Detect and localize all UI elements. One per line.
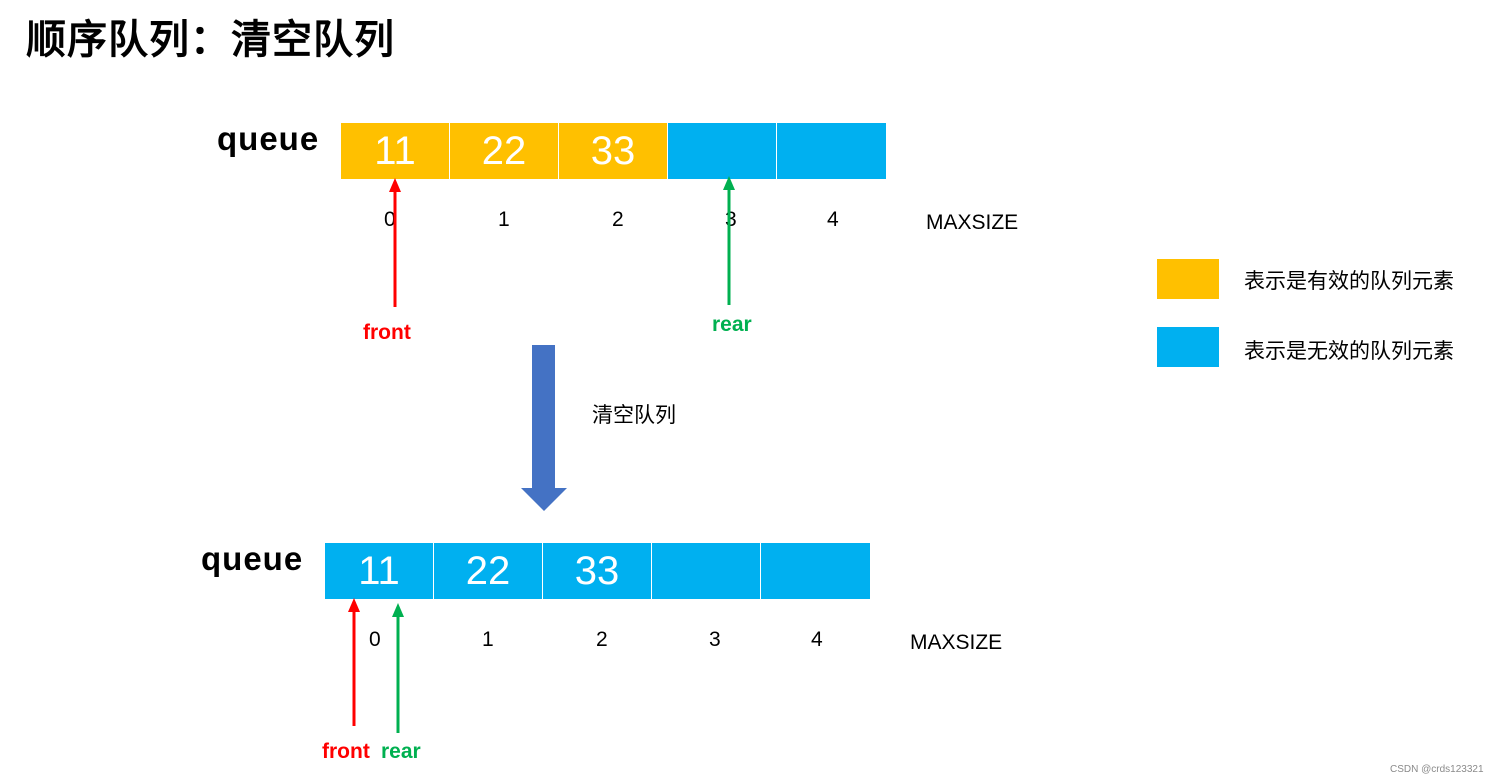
bottom-queue-array: 11 22 33 bbox=[325, 543, 870, 599]
top-rear-label: rear bbox=[712, 313, 752, 336]
bottom-queue-cell-4 bbox=[761, 543, 870, 599]
top-queue-label: queue bbox=[217, 120, 320, 157]
bottom-index-4: 4 bbox=[811, 628, 823, 651]
bottom-queue-cell-1: 22 bbox=[434, 543, 543, 599]
bottom-queue-label: queue bbox=[201, 540, 304, 577]
bottom-index-1: 1 bbox=[482, 628, 494, 651]
bottom-front-label: front bbox=[322, 740, 370, 763]
top-index-2: 2 bbox=[612, 208, 624, 231]
clear-transition-arrow bbox=[521, 345, 567, 511]
bottom-index-3: 3 bbox=[709, 628, 721, 651]
bottom-index-0: 0 bbox=[369, 628, 381, 651]
top-maxsize-label: MAXSIZE bbox=[926, 211, 1019, 234]
top-queue-cell-1: 22 bbox=[450, 123, 559, 179]
top-queue-cell-0: 11 bbox=[341, 123, 450, 179]
top-index-0: 0 bbox=[384, 208, 396, 231]
bottom-index-2: 2 bbox=[596, 628, 608, 651]
page-title: 顺序队列：清空队列 bbox=[26, 17, 395, 63]
top-queue-cell-4 bbox=[777, 123, 886, 179]
clear-queue-action-label: 清空队列 bbox=[592, 403, 676, 427]
legend-invalid-swatch bbox=[1157, 327, 1219, 367]
top-queue-cell-3 bbox=[668, 123, 777, 179]
watermark: CSDN @crds123321 bbox=[1390, 764, 1484, 775]
legend-valid-text: 表示是有效的队列元素 bbox=[1244, 269, 1454, 293]
bottom-rear-label: rear bbox=[381, 740, 421, 763]
top-queue-cell-2: 33 bbox=[559, 123, 668, 179]
top-index-3: 3 bbox=[725, 208, 737, 231]
top-front-arrow bbox=[389, 178, 401, 307]
top-queue-array: 11 22 33 bbox=[341, 123, 886, 179]
bottom-maxsize-label: MAXSIZE bbox=[910, 631, 1003, 654]
bottom-rear-arrow bbox=[392, 603, 404, 733]
top-index-1: 1 bbox=[498, 208, 510, 231]
bottom-queue-cell-2: 33 bbox=[543, 543, 652, 599]
top-index-4: 4 bbox=[827, 208, 839, 231]
bottom-queue-cell-3 bbox=[652, 543, 761, 599]
bottom-queue-cell-0: 11 bbox=[325, 543, 434, 599]
legend-valid-swatch bbox=[1157, 259, 1219, 299]
bottom-front-arrow bbox=[348, 598, 360, 726]
top-front-label: front bbox=[363, 321, 411, 344]
legend-invalid-text: 表示是无效的队列元素 bbox=[1244, 339, 1454, 363]
top-rear-arrow bbox=[723, 176, 735, 305]
